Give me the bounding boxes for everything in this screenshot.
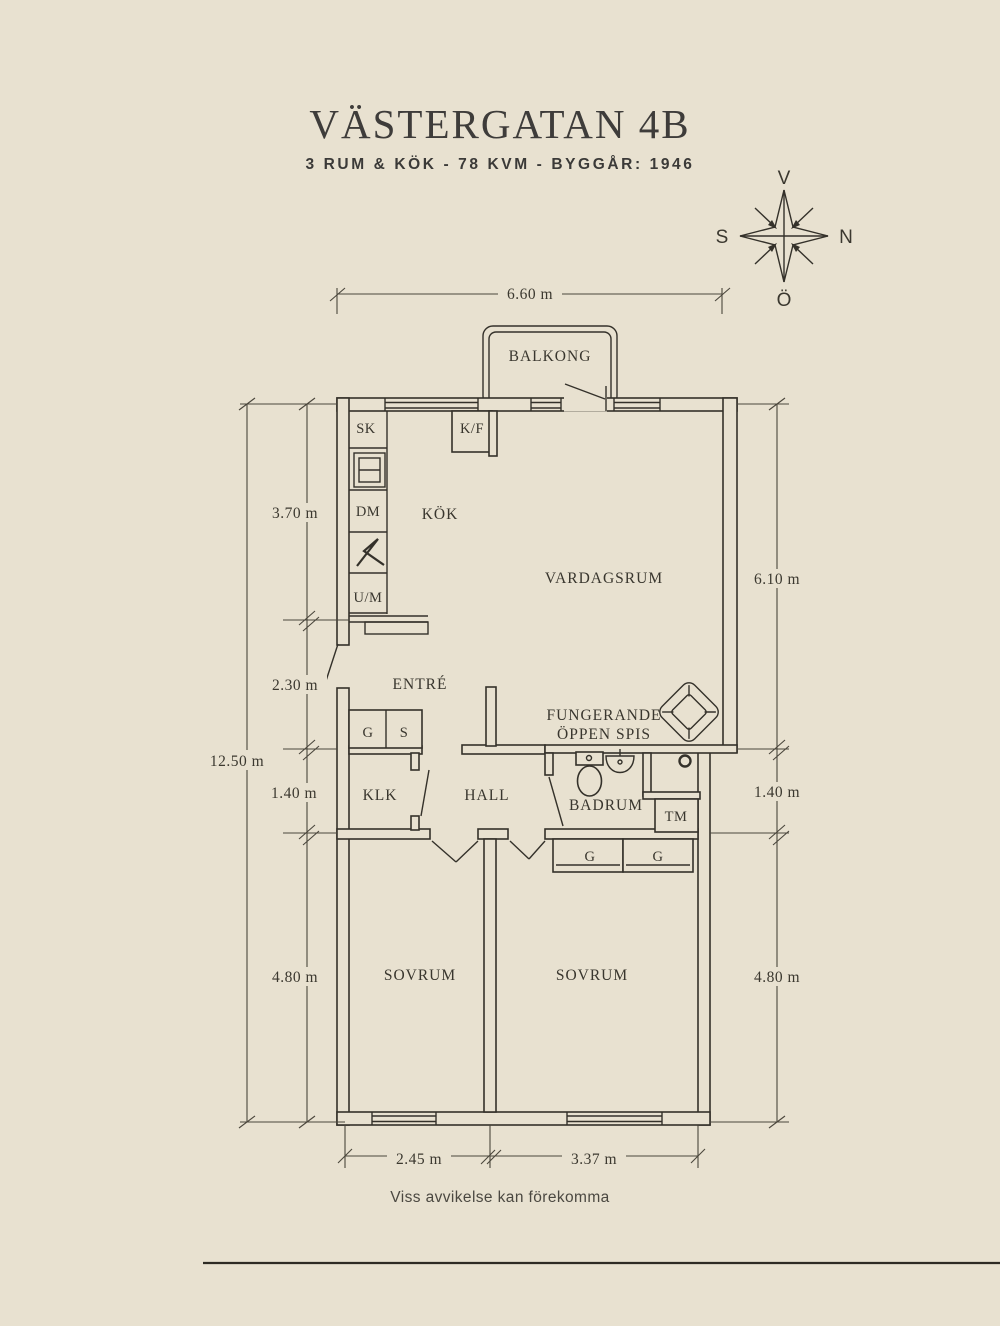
- label-oppen-spis-1: FUNGERANDE: [546, 707, 661, 724]
- counter-edge: [349, 615, 429, 635]
- dim-left-hall: 1.40 m: [271, 785, 317, 802]
- stove-icon: [353, 452, 386, 488]
- room-label-balkong: BALKONG: [509, 348, 592, 365]
- closets-sovrum: [552, 838, 694, 873]
- label-oppen-spis-2: ÖPPEN SPIS: [557, 726, 651, 743]
- dim-right-sovrum: 4.80 m: [754, 969, 800, 986]
- fixture-label-g-sovrum-2: G: [653, 849, 664, 865]
- room-label-sovrum-right: SOVRUM: [556, 967, 628, 984]
- compass-label-s: S: [716, 227, 729, 248]
- fixture-label-um: U/M: [354, 590, 383, 606]
- fixture-label-g-entre: G: [363, 725, 374, 741]
- fixture-label-s-entre: S: [400, 725, 409, 741]
- room-label-vardagsrum: VARDAGSRUM: [545, 570, 663, 587]
- fixture-label-tm: TM: [665, 809, 688, 825]
- sink-icon: [605, 749, 635, 773]
- floor-drain-icon: [678, 754, 692, 768]
- walls: [336, 397, 738, 1126]
- kitchen-cabinets: [349, 410, 498, 635]
- page-subtitle: 3 RUM & KÖK - 78 KVM - BYGGÅR: 1946: [306, 156, 695, 173]
- dim-left-total: 12.50 m: [210, 753, 264, 770]
- room-label-hall: HALL: [464, 787, 509, 804]
- balcony-outline: [482, 325, 618, 407]
- balcony-door: [564, 383, 607, 412]
- dim-bottom-left: 2.45 m: [396, 1151, 442, 1168]
- dim-right-hall: 1.40 m: [754, 784, 800, 801]
- sink-zigzag-icon: [356, 538, 385, 567]
- dim-left-kok: 3.70 m: [272, 505, 318, 522]
- compass-label-v: V: [778, 168, 791, 189]
- room-label-badrum: BADRUM: [569, 797, 643, 814]
- compass-rose-icon: V S N Ö: [716, 168, 853, 311]
- fireplace-icon: [659, 682, 719, 742]
- fixture-label-sk: SK: [356, 421, 376, 437]
- room-label-kok: KÖK: [422, 506, 459, 523]
- dim-right-vardagsrum: 6.10 m: [754, 571, 800, 588]
- dim-left-sovrum: 4.80 m: [272, 969, 318, 986]
- door-swings: [322, 643, 564, 863]
- fixture-label-g-sovrum-1: G: [585, 849, 596, 865]
- room-label-klk: KLK: [363, 787, 398, 804]
- windows: [371, 398, 663, 1125]
- dim-bottom-right: 3.37 m: [571, 1151, 617, 1168]
- dimension-lines: [238, 287, 790, 1168]
- disclaimer-text: Viss avvikelse kan förekomma: [390, 1189, 609, 1206]
- dim-left-entre: 2.30 m: [272, 677, 318, 694]
- room-label-sovrum-left: SOVRUM: [384, 967, 456, 984]
- fridge-freezer-box: [451, 410, 498, 457]
- fixture-label-kf: K/F: [460, 421, 484, 437]
- dim-top-width: 6.60 m: [507, 286, 553, 303]
- compass-label-n: N: [839, 227, 853, 248]
- toilet-icon: [575, 751, 604, 797]
- closet-tm: [654, 798, 699, 833]
- fixture-label-dm: DM: [356, 504, 380, 520]
- page-title: VÄSTERGATAN 4B: [309, 101, 690, 147]
- dimension-label-masks: [202, 284, 809, 1168]
- closet-entre: [348, 709, 423, 749]
- compass-label-o: Ö: [777, 290, 792, 311]
- room-label-entre: ENTRÉ: [393, 676, 448, 693]
